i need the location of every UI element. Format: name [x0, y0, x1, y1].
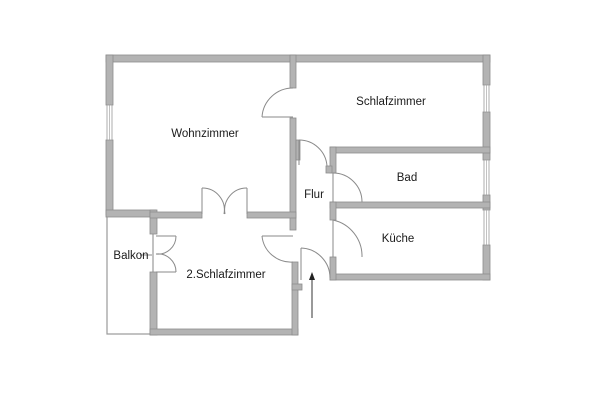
entrance-arrow-icon	[309, 272, 315, 318]
door-kueche[interactable]	[332, 219, 363, 258]
doors	[140, 87, 363, 280]
door-entrance[interactable]	[300, 247, 331, 280]
door-schlafzimmer[interactable]	[261, 87, 294, 118]
room-label-flur: Flur	[304, 189, 324, 201]
windows	[106, 84, 490, 246]
interior-walls	[149, 54, 491, 281]
room-label-schlafzimmer2: 2.Schlafzimmer	[186, 269, 265, 281]
door-flur-upper[interactable]	[298, 139, 328, 167]
room-label-schlafzimmer: Schlafzimmer	[356, 96, 426, 108]
room-label-bad: Bad	[397, 172, 417, 184]
balkon-outline	[106, 211, 154, 335]
door-schlafzimmer2[interactable]	[261, 235, 294, 263]
double-door-wohnzimmer[interactable]	[201, 187, 248, 215]
door-bad[interactable]	[332, 172, 363, 203]
room-label-wohnzimmer: Wohnzimmer	[171, 128, 239, 140]
double-door-balkon[interactable]	[140, 235, 177, 273]
room-label-kueche: Küche	[382, 233, 415, 245]
outer-walls	[105, 54, 491, 336]
room-label-balkon: Balkon	[113, 250, 148, 262]
